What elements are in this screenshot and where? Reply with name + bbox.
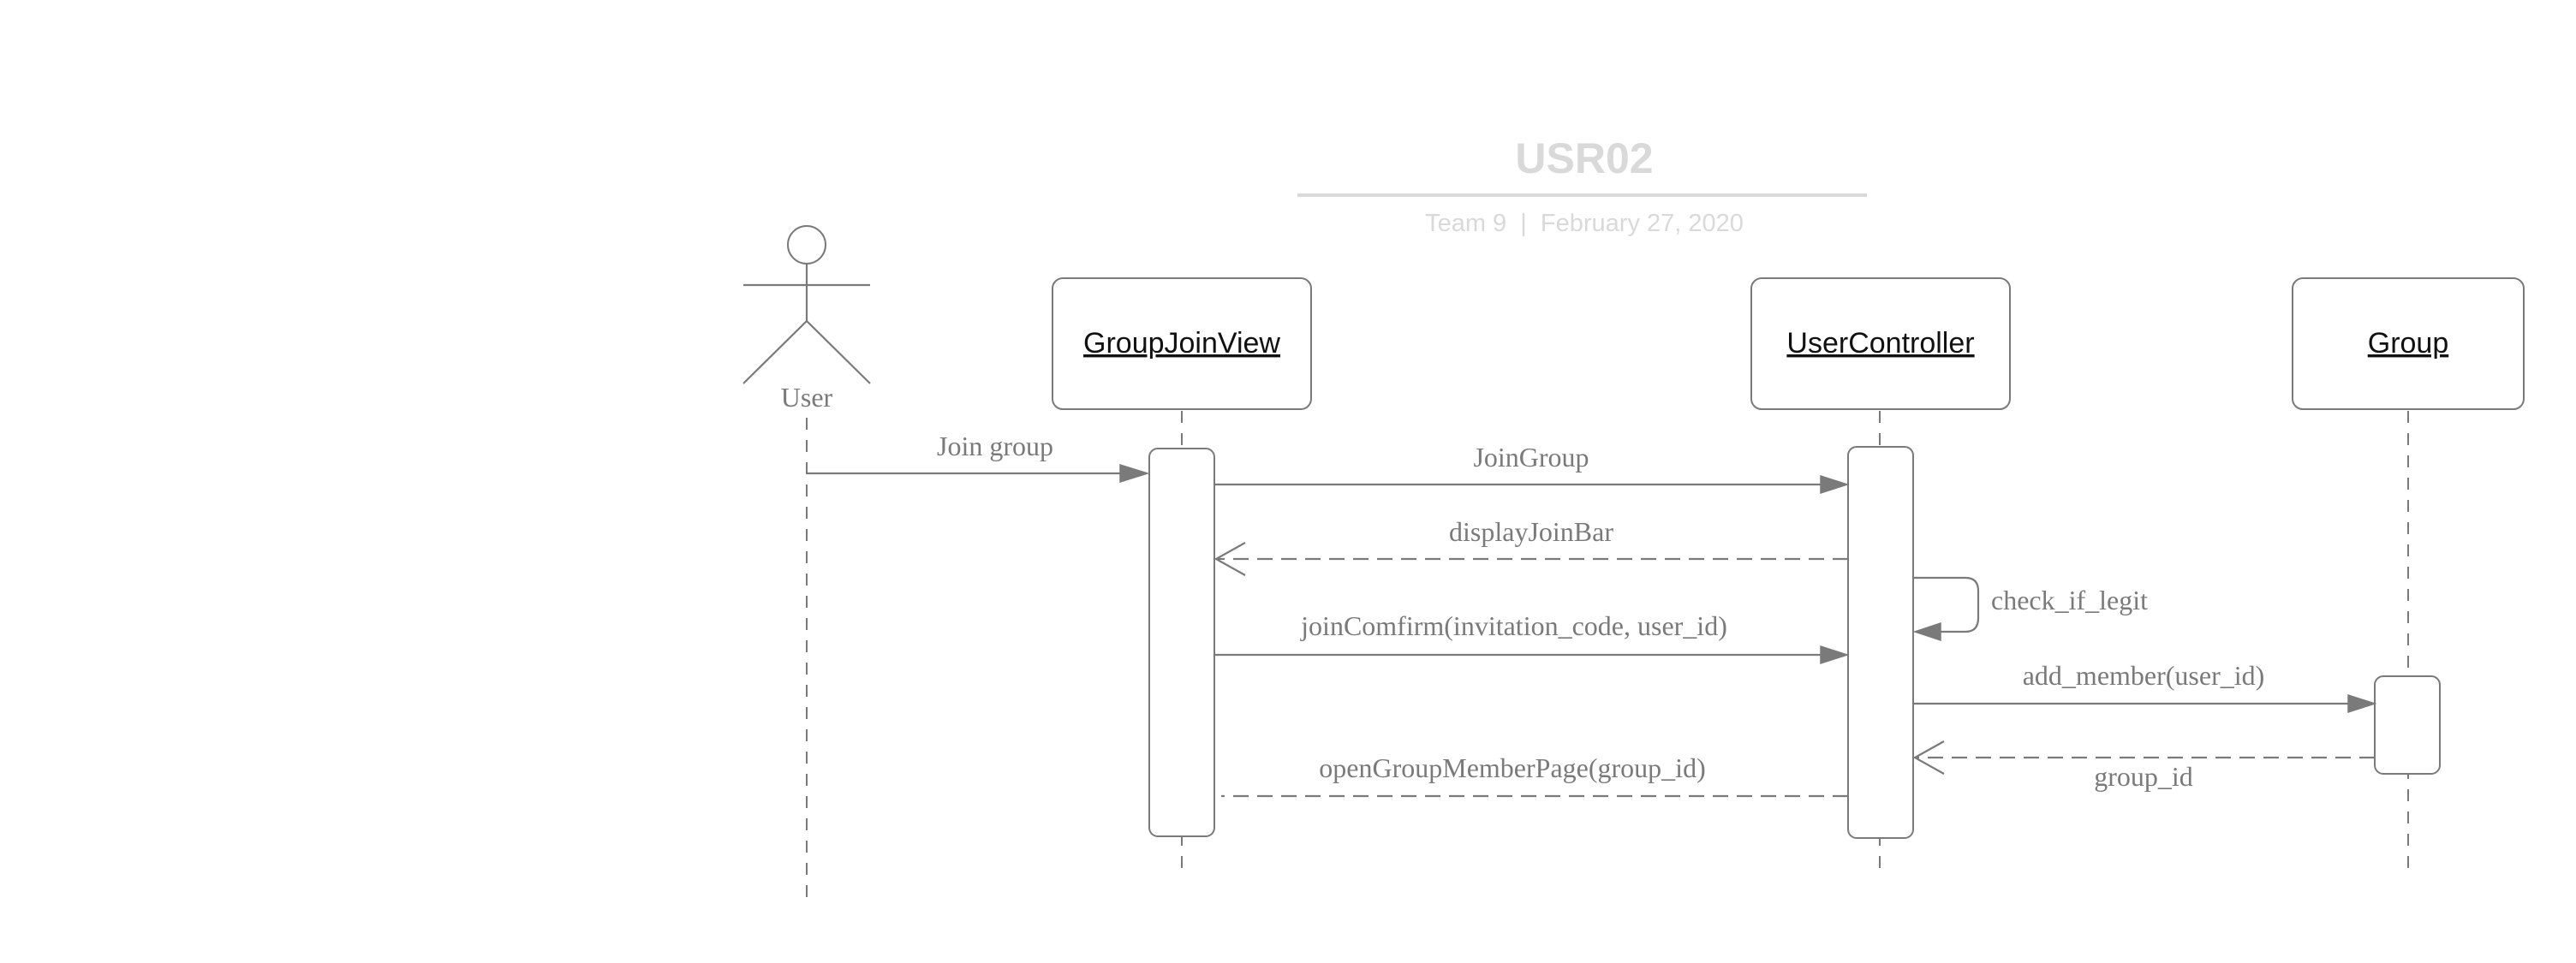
message-label: displayJoinBar [1449,516,1613,547]
message-display-join-bar: displayJoinBar [1213,516,1848,576]
message-open-group-member-page: openGroupMemberPage(group_id) [1221,752,1848,798]
activation-group [2374,675,2441,775]
message-check-if-legit: check_if_legit [1912,576,2148,642]
message-line [1913,576,1980,633]
activation-group-join-view [1148,448,1215,837]
object-label: GroupJoinView [1083,327,1280,360]
message-label: Join group [937,431,1053,461]
actor-label: User [781,382,833,413]
message-group-id-return: group_id [1912,740,2375,792]
object-group: Group [2292,277,2525,410]
message-label: openGroupMemberPage(group_id) [1319,752,1705,783]
object-box [2292,277,2525,410]
object-label: UserController [1786,327,1974,360]
actor-user: User [742,225,871,413]
actor-right-leg [806,320,871,384]
message-label: group_id [2094,761,2193,792]
open-arrowhead-icon [1912,740,1945,775]
object-group-join-view: GroupJoinView [1052,277,1312,410]
activation-user-controller [1847,446,1914,839]
arrowhead-icon [1820,474,1850,495]
diagram-subtitle: Team 9 | February 27, 2020 [1425,210,1744,237]
arrowhead-icon [1912,621,1941,642]
message-label: add_member(user_id) [2023,660,2265,691]
message-label: check_if_legit [1991,585,2148,615]
message-label: joinComfirm(invitation_code, user_id) [1300,610,1727,641]
message-add-member: add_member(user_id) [1913,660,2377,714]
open-arrowhead-icon [1213,542,1246,576]
message-join-comfirm: joinComfirm(invitation_code, user_id) [1214,610,1850,665]
arrowhead-icon [2347,693,2377,714]
object-user-controller: UserController [1750,277,2011,410]
arrowhead-icon [1119,463,1150,484]
arrowhead-icon [1820,645,1850,665]
message-label: JoinGroup [1473,442,1589,473]
object-box [1052,277,1312,410]
object-label: Group [2368,327,2449,360]
actor-head [787,225,826,265]
message-join-group: Join group [807,431,1150,484]
message-join-group-call: JoinGroup [1214,442,1850,495]
diagram-title: USR02 [1515,134,1653,182]
object-box [1750,277,2011,410]
actor-left-leg [742,320,808,384]
